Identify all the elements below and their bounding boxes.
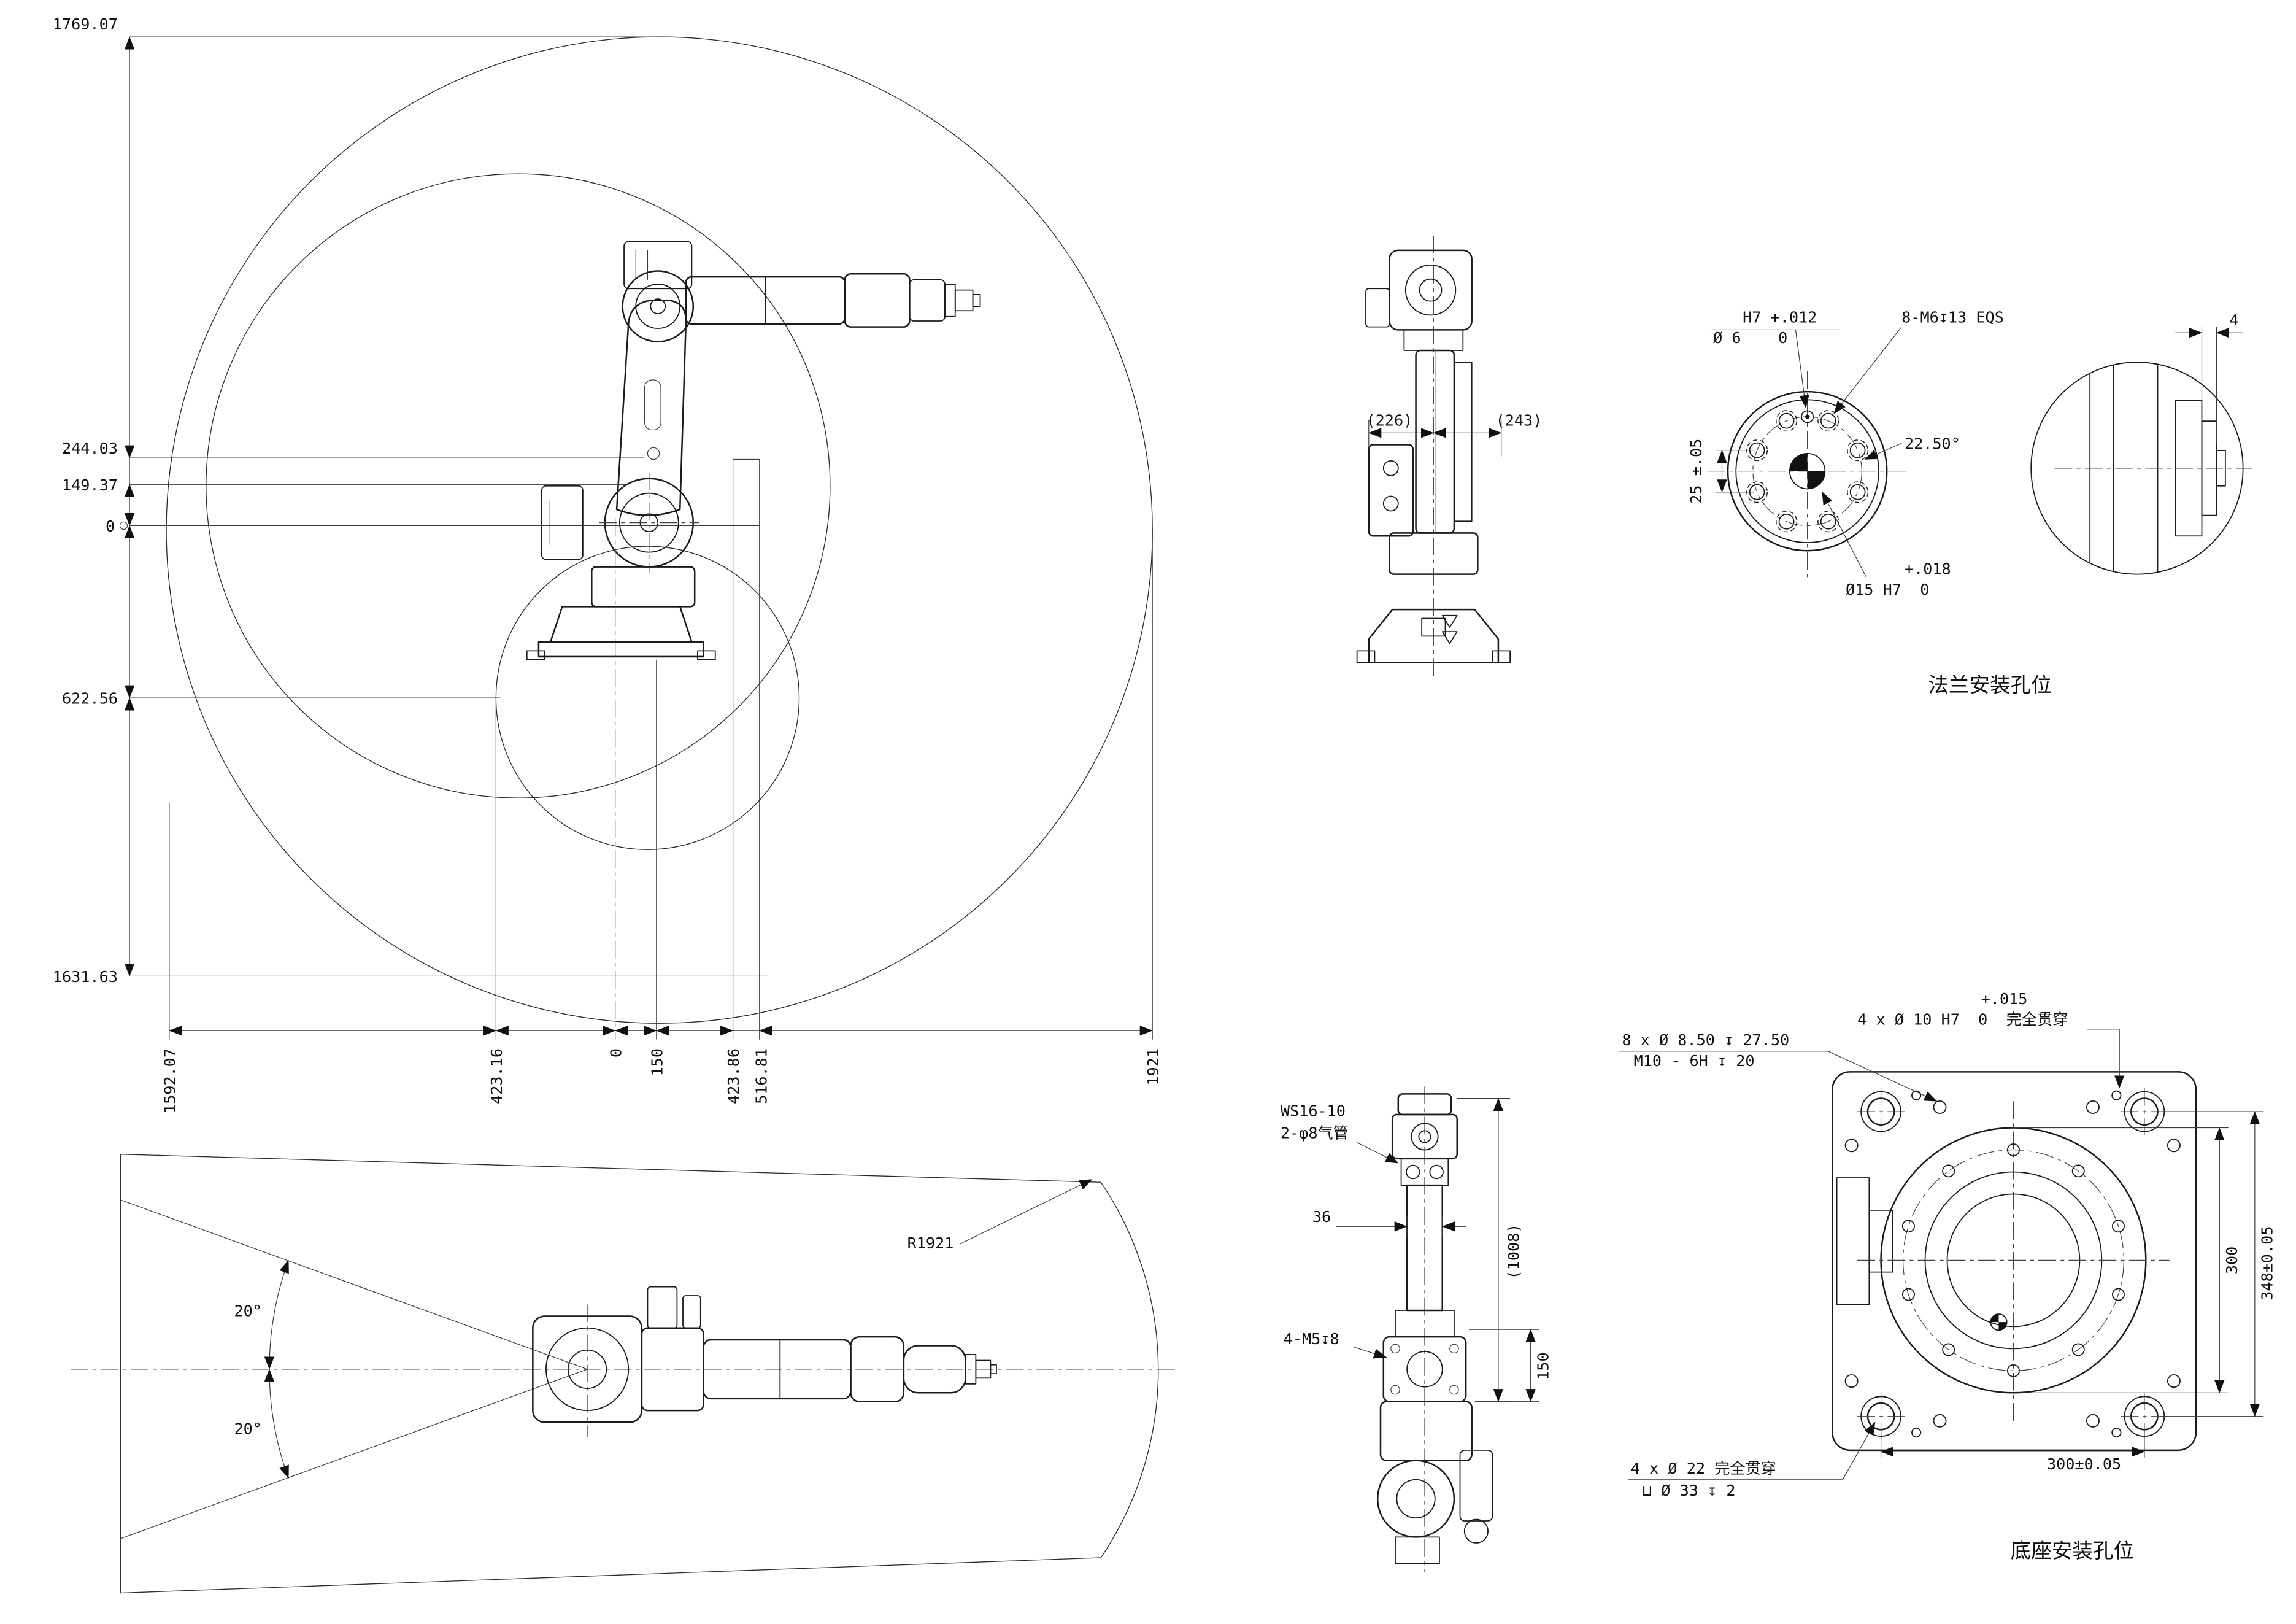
wrist-housing	[844, 273, 911, 328]
motor-rear	[1368, 444, 1414, 537]
shoulder-joint	[604, 478, 695, 568]
top-view: 20° 20° R1921	[71, 1154, 1177, 1594]
dim-244: 244.03	[62, 439, 118, 457]
base-detail: +.015 4 x Ø 10 H7 0 完全贯穿 8 x Ø 8.50 ↧ 27…	[1619, 990, 2276, 1563]
datum-mark	[1441, 614, 1458, 628]
base-body	[549, 606, 693, 643]
cable-slot	[1836, 1177, 1870, 1305]
dim-300h-label: 300±0.05	[2047, 1455, 2121, 1473]
left-dimension-chain: 1769.07 244.03 149.37 0 622.56 1631.63	[53, 15, 769, 986]
lower-housing	[1379, 1401, 1473, 1461]
angle-upper-label: 20°	[234, 1302, 262, 1320]
dim-516: 516.81	[753, 1048, 771, 1104]
elbow-joint	[622, 270, 695, 342]
thread-note: 4-M5↧8	[1284, 1330, 1339, 1348]
robot-top-view	[532, 1286, 997, 1423]
dim-150-label: 150	[1534, 1352, 1552, 1380]
angle-arc-upper	[264, 1259, 289, 1370]
m10-thread-holes	[1844, 1100, 2181, 1428]
pitch-dim: 25 ±.05	[1687, 439, 1705, 504]
pin-hole-note-line1: H7 +.012	[1743, 308, 1817, 326]
air-fitting	[1406, 1164, 1420, 1180]
base-caption: 底座安装孔位	[2011, 1539, 2134, 1563]
dim-1592: 1592.07	[161, 1048, 179, 1113]
axis3-motor	[623, 241, 693, 290]
dowel-note: 4 x Ø 10 H7 0 完全贯穿	[1857, 1011, 2068, 1029]
dim-zero-bottom: 0	[607, 1048, 625, 1058]
bottom-dimension-chain: 1592.07 423.16 0 150 423.86 516.81 1921	[161, 458, 1162, 1113]
wrist-rear	[1389, 249, 1473, 331]
dim-226: (226)	[1366, 411, 1412, 429]
tube-width-dim: 36	[1312, 1208, 1331, 1226]
robot-side-view	[526, 241, 981, 660]
bolt-note-line1: 4 x Ø 22 完全贯穿	[1631, 1460, 1776, 1477]
dim-423a: 423.16	[488, 1048, 506, 1104]
rotation-envelope-outline	[120, 1154, 1159, 1594]
dowel-pin-hole	[1801, 410, 1814, 423]
flange-detail: H7 +.012 Ø 6 0 8-M6↧13 EQS 25 ±.05 22.50…	[1687, 308, 2252, 697]
rear-view: (226) (243)	[1356, 235, 1543, 681]
upper-arm-link	[615, 300, 687, 516]
dim-348-label: 348±0.05	[2259, 1226, 2276, 1301]
flange-side-profile: 4	[2030, 311, 2252, 575]
hose-note-line2: 2-φ8气管	[1281, 1124, 1349, 1142]
side-view: 1769.07 244.03 149.37 0 622.56 1631.63 1…	[53, 15, 1162, 1113]
flange-outer-circle	[1727, 390, 1888, 552]
dim-300v-label: 300	[2223, 1247, 2241, 1274]
limit-line-upper	[120, 1199, 588, 1370]
angle-arc-lower	[264, 1369, 289, 1479]
envelope-outer-circle	[166, 36, 1153, 1024]
angle-dim: 22.50°	[1905, 435, 1960, 453]
limit-line-lower	[120, 1369, 588, 1539]
dim-1921: 1921	[1144, 1048, 1162, 1086]
angle-lower-label: 20°	[234, 1420, 262, 1437]
dim-423b: 423.86	[725, 1048, 742, 1104]
radius-leader	[959, 1178, 1093, 1245]
dim-1769: 1769.07	[53, 15, 118, 33]
bolt-note-line2: ⊔ Ø 33 ↧ 2	[1643, 1482, 1736, 1499]
dim-150: 150	[648, 1048, 666, 1076]
bolt-note: 8-M6↧13 EQS	[1901, 308, 2004, 326]
thread-note-line1: 8 x Ø 8.50 ↧ 27.50	[1622, 1031, 1789, 1049]
axis1-motor	[541, 485, 584, 560]
radius-label: R1921	[907, 1234, 954, 1252]
work-envelope-curves	[166, 36, 1153, 1024]
thread-note-line2: M10 - 6H ↧ 20	[1634, 1052, 1755, 1070]
air-fitting	[1429, 1164, 1444, 1180]
bore-note-line2: Ø15 H7 0	[1846, 581, 1929, 598]
zero-datum-marker	[119, 521, 128, 530]
arm-detail-view: WS16-10 2-φ8气管 36 (1008) 4-M5↧8 150	[1281, 1086, 1552, 1572]
dim-1631: 1631.63	[53, 968, 118, 986]
dowel-tol-label: +.015	[1981, 990, 2028, 1008]
dowel-holes	[1911, 1090, 2122, 1438]
flange-thickness-dim: 4	[2230, 311, 2239, 329]
hose-note-line1: WS16-10	[1281, 1102, 1346, 1119]
dim-zero-left: 0	[106, 517, 115, 535]
axis1-column	[591, 566, 696, 608]
tool-flange	[944, 284, 956, 317]
bore-note-line1: +.018	[1905, 560, 1951, 578]
flange-caption: 法兰安装孔位	[1928, 673, 2051, 697]
envelope-wrist-circle	[495, 546, 800, 850]
arm-length-dim: (1008)	[1504, 1224, 1522, 1280]
pin-hole-note-line2: Ø 6 0	[1713, 329, 1787, 347]
base-plate	[537, 641, 704, 658]
j1-motor	[1376, 1460, 1455, 1538]
dim-243: (243)	[1496, 411, 1543, 429]
base-circle-bolt-holes	[1901, 1143, 2125, 1377]
envelope-inner-circle	[206, 173, 831, 798]
dim-622: 622.56	[62, 690, 118, 708]
corner-mount-holes	[1857, 1088, 2168, 1440]
dim-149: 149.37	[62, 476, 118, 494]
